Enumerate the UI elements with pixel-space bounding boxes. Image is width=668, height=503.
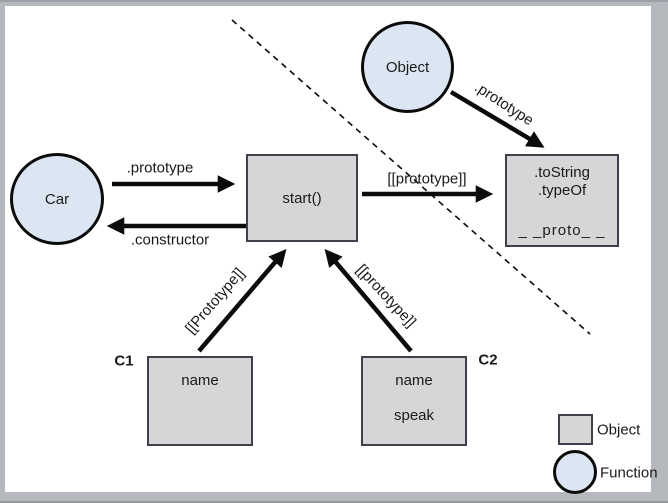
c1-instance-node: name: [147, 356, 253, 446]
object-node-label: Object: [385, 58, 430, 76]
c1-member-name: name: [181, 372, 219, 389]
edge-label-car-prototype: .prototype: [126, 159, 194, 177]
diagram-canvas: [5, 6, 651, 492]
start-node-label: start(): [282, 189, 322, 207]
object-prototype-node: .toString .typeOf _ _proto_ _: [505, 154, 619, 247]
car-node-label: Car: [44, 190, 70, 208]
proto-member-typeof: .typeOf: [537, 182, 587, 199]
legend-object-label: Object: [597, 421, 641, 439]
edge-label-start-prototype: [[prototype]]: [387, 170, 467, 188]
proto-member-tostring: .toString: [534, 164, 590, 181]
c2-instance-node: name speak: [361, 356, 467, 446]
car-function-node: Car: [10, 153, 104, 245]
legend-function-label: Function: [600, 464, 658, 482]
c2-tag: C2: [478, 351, 498, 369]
c1-tag: C1: [114, 352, 134, 370]
object-function-node: Object: [361, 21, 454, 113]
legend-function-swatch: [553, 450, 597, 494]
c2-member-name: name: [395, 372, 433, 389]
c2-member-speak: speak: [393, 407, 435, 424]
legend-object-swatch: [558, 414, 593, 445]
proto-member-proto: _ _proto_ _: [518, 222, 606, 239]
edge-label-constructor: .constructor: [130, 231, 210, 249]
start-object-node: start(): [246, 154, 358, 242]
